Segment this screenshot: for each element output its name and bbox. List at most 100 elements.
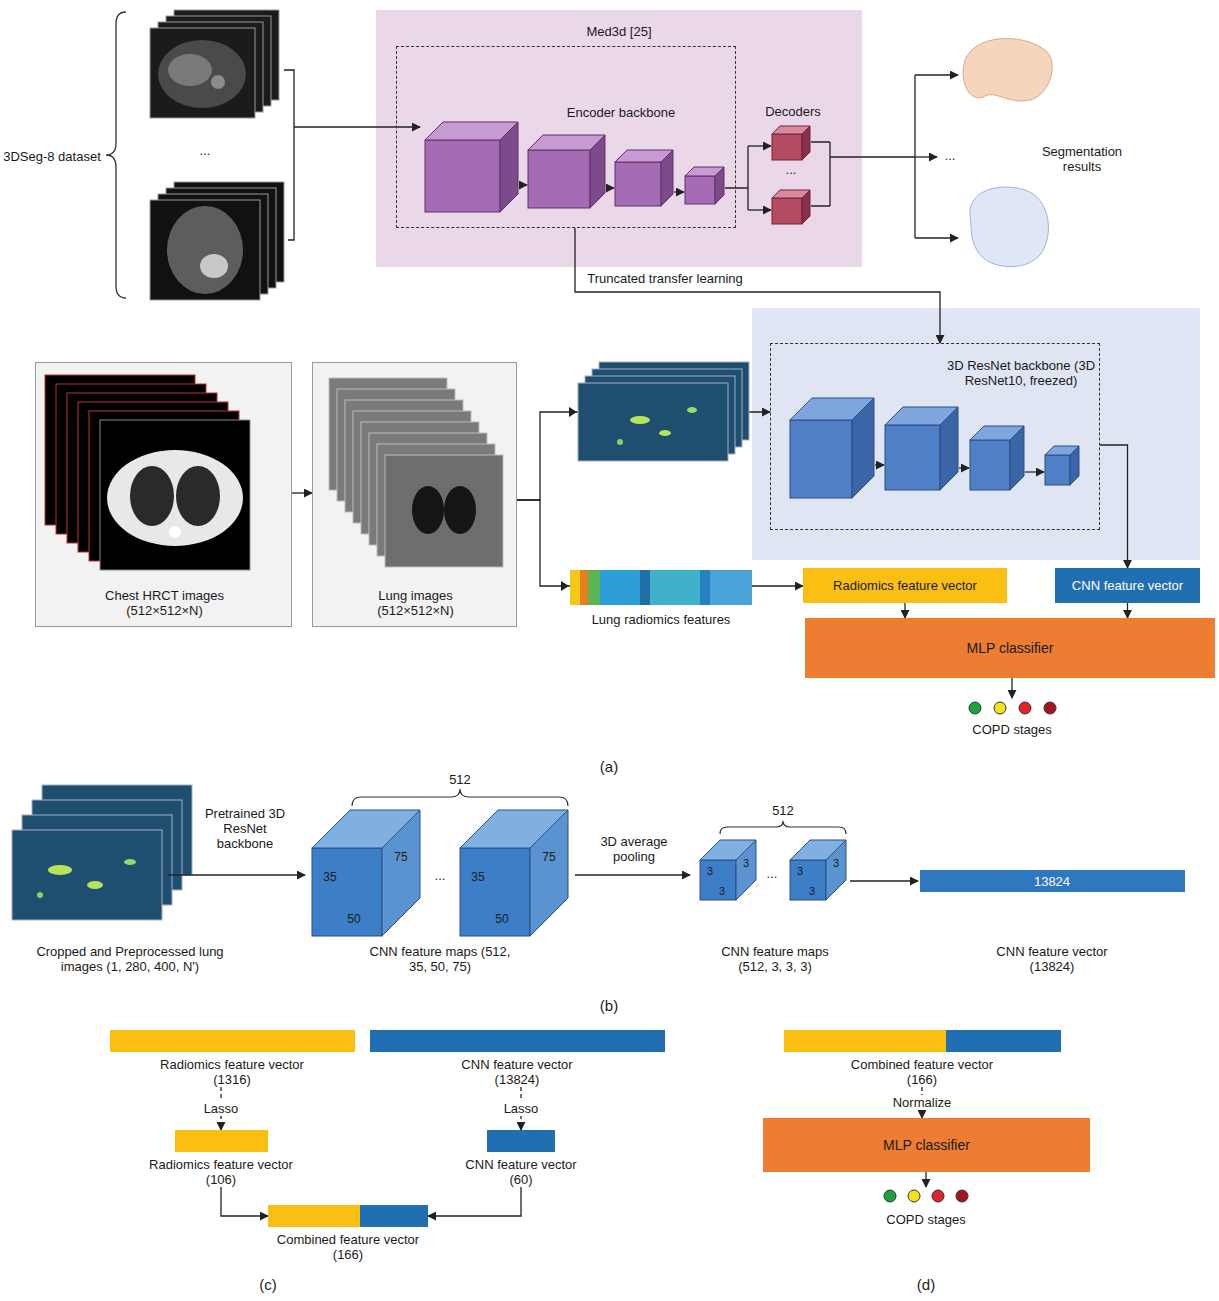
vector-bar xyxy=(110,1030,355,1052)
annotation-label: 3 xyxy=(793,864,807,878)
annotation-label: Cropped and Preprocessed lung images (1,… xyxy=(14,944,246,974)
flow-arrow xyxy=(1011,678,1012,698)
image-box: Lung images (512×512×N) xyxy=(312,362,517,627)
flow-arrow xyxy=(575,874,690,875)
cube-front xyxy=(615,162,661,206)
flow-arrow xyxy=(925,1172,926,1187)
text-slot: Normalize xyxy=(877,1095,967,1110)
vessel-highlight xyxy=(87,881,103,889)
bar-caption: Combined feature vector (166) xyxy=(842,1057,1002,1087)
text-slot: CNN feature vector (60) xyxy=(456,1157,586,1187)
text-slot: 3D ResNet backbone (3D ResNet10, freezed… xyxy=(946,358,1096,388)
annotation-label: 512 xyxy=(763,803,803,818)
text-slot: 3 xyxy=(805,884,819,898)
annotation-label: (c) xyxy=(248,1276,288,1294)
bar-caption: CNN feature vector (13824) xyxy=(987,944,1117,974)
box-label: MLP classifier xyxy=(883,1137,970,1154)
text-slot: 75 xyxy=(388,850,414,865)
bar-caption: Combined feature vector (166) xyxy=(268,1232,428,1262)
vector-bar xyxy=(268,1205,428,1227)
arrowhead-shape xyxy=(569,407,577,417)
flow-arrow xyxy=(294,126,420,127)
annotation-label: 75 xyxy=(388,850,414,865)
feature-bar: 13824CNN feature vector (13824) xyxy=(920,870,1185,974)
annotation-label: 50 xyxy=(489,912,515,927)
cube-front xyxy=(700,860,736,900)
cube-front xyxy=(790,420,852,498)
text-slot: Lung radiomics features xyxy=(571,612,751,627)
cube-front xyxy=(1045,455,1070,485)
stage-dot xyxy=(908,1190,920,1202)
connector xyxy=(904,603,905,618)
vector-bar xyxy=(487,1130,555,1152)
vector-bar xyxy=(370,1030,665,1052)
flow-arrow xyxy=(748,209,771,210)
text-slot: Combined feature vector (166) xyxy=(842,1057,1002,1087)
ct-organ xyxy=(211,75,225,89)
text-slot: ... xyxy=(938,148,962,163)
segmentation-tumor xyxy=(970,187,1049,267)
ct-slice xyxy=(100,420,250,570)
text-slot: Lasso xyxy=(191,1101,251,1116)
feature-box: CNN feature vector xyxy=(1055,568,1200,603)
cube-side xyxy=(1070,446,1079,485)
stage-dot xyxy=(969,702,981,714)
text-slot: Encoder backbone xyxy=(546,105,696,120)
backbone-box: 3D ResNet backbone (3D ResNet10, freezed… xyxy=(770,343,1100,530)
mri-brain xyxy=(167,206,243,294)
text-slot: Radiomics feature vector (1316) xyxy=(147,1057,317,1087)
flow-arrow xyxy=(915,74,958,75)
vessel-highlight xyxy=(48,865,72,875)
text-slot: CNN feature vector (13824) xyxy=(452,1057,582,1087)
annotation-label: 3 xyxy=(805,884,819,898)
brace xyxy=(106,12,126,298)
text-slot: (c) xyxy=(248,1276,288,1294)
flow-arrow xyxy=(674,191,684,192)
cube-front xyxy=(685,176,715,204)
annotation-label: ... xyxy=(190,143,220,158)
flow-arrow xyxy=(915,237,958,238)
box-label: MLP classifier xyxy=(967,640,1054,657)
vector-bar xyxy=(175,1130,268,1152)
bar-caption: CNN feature vector (60) xyxy=(456,1157,586,1187)
ct-body xyxy=(158,40,246,108)
flow-arrow xyxy=(959,467,969,468)
connector xyxy=(1127,603,1128,618)
vessel-highlight xyxy=(124,859,136,865)
brace xyxy=(720,821,846,834)
cube-side xyxy=(826,840,846,900)
cube-side xyxy=(852,398,874,498)
image-caption: Chest HRCT images (512×512×N) xyxy=(100,588,230,618)
cube-front xyxy=(790,860,826,900)
stage-dot xyxy=(932,1190,944,1202)
image-box: Chest HRCT images (512×512×N) xyxy=(35,362,292,627)
lung-slice xyxy=(385,455,503,567)
heatmap xyxy=(570,570,752,605)
text-slot: 3D average pooling xyxy=(592,834,676,864)
bar-caption: Radiomics feature vector (106) xyxy=(136,1157,306,1187)
text-slot: 512 xyxy=(440,772,480,787)
text-slot: Lasso xyxy=(491,1101,551,1116)
resnet-panel-fill xyxy=(752,308,1200,560)
arrowhead-shape xyxy=(561,581,569,591)
image-box-fill xyxy=(312,362,517,627)
text-slot: COPD stages xyxy=(952,722,1072,737)
lung-shape xyxy=(444,486,476,534)
ct-liver xyxy=(168,54,212,86)
text-slot: (b) xyxy=(589,997,629,1015)
annotation-label: Decoders xyxy=(753,104,833,119)
stage-dot xyxy=(994,702,1006,714)
annotation-label: (a) xyxy=(589,758,629,776)
flow-arrow xyxy=(915,156,937,157)
scan-slice xyxy=(150,28,255,118)
cube-front xyxy=(425,140,500,212)
preprocessed-slice xyxy=(578,383,728,461)
annotation-label: Pretrained 3D ResNet backbone xyxy=(200,806,290,851)
annotation-label: Lung radiomics features xyxy=(571,612,751,627)
stage-dot xyxy=(1019,702,1031,714)
feature-box: MLP classifier xyxy=(805,618,1215,678)
decoder-wire xyxy=(725,146,748,210)
ct-lung xyxy=(176,466,220,526)
annotation-label: CNN feature maps (512, 35, 50, 75) xyxy=(365,944,515,974)
edge-label: Normalize xyxy=(890,1095,955,1110)
